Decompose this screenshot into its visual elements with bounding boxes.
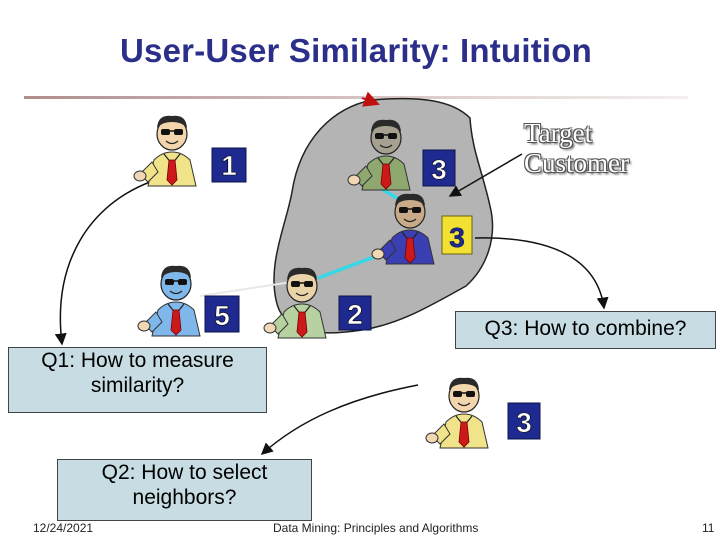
target-label-line: Target xyxy=(524,118,593,148)
svg-text:1: 1 xyxy=(221,150,237,181)
question-box-q3: Q3: How to combine? xyxy=(455,311,716,349)
rating-badge: 5 xyxy=(204,295,240,333)
slide-title: User-User Similarity: Intuition xyxy=(120,32,592,69)
user-avatar-combined xyxy=(425,377,489,449)
arrow-to-target xyxy=(448,153,523,197)
svg-text:3: 3 xyxy=(431,154,447,185)
user-avatar-1 xyxy=(133,115,197,187)
question-text: Q1: How to measure xyxy=(41,349,234,372)
question-text: similarity? xyxy=(90,374,185,397)
svg-text:3: 3 xyxy=(516,407,532,438)
rating-badge: 3 xyxy=(422,149,456,187)
rating-badge: 2 xyxy=(338,295,372,331)
title-underline xyxy=(24,96,688,99)
target-rating-badge: 3 xyxy=(441,215,473,255)
rating-badge: 3 xyxy=(507,402,541,440)
similarity-link xyxy=(317,252,383,280)
red-arrow-mark xyxy=(361,91,380,107)
footer-date: 12/24/2021 xyxy=(33,521,94,535)
svg-text:3: 3 xyxy=(449,222,465,253)
rating-badge: 1 xyxy=(211,147,247,183)
svg-text:5: 5 xyxy=(214,300,230,331)
svg-text:2: 2 xyxy=(347,299,363,330)
footer-course-title: Data Mining: Principles and Algorithms xyxy=(273,521,479,535)
footer-page-number: 11 xyxy=(702,521,715,535)
arrow-to-q1 xyxy=(54,181,151,346)
question-box-q1: Q1: How to measure similarity? xyxy=(8,347,267,413)
question-box-q2: Q2: How to select neighbors? xyxy=(57,459,312,521)
user-avatar-5 xyxy=(137,265,201,337)
arrow-to-q2 xyxy=(260,384,419,455)
arrow-to-q3 xyxy=(474,237,609,310)
target-customer-label: Target Customer xyxy=(524,118,629,178)
question-text: Q2: How to select xyxy=(101,461,268,484)
question-text: neighbors? xyxy=(132,486,237,509)
target-label-line: Customer xyxy=(524,148,629,178)
